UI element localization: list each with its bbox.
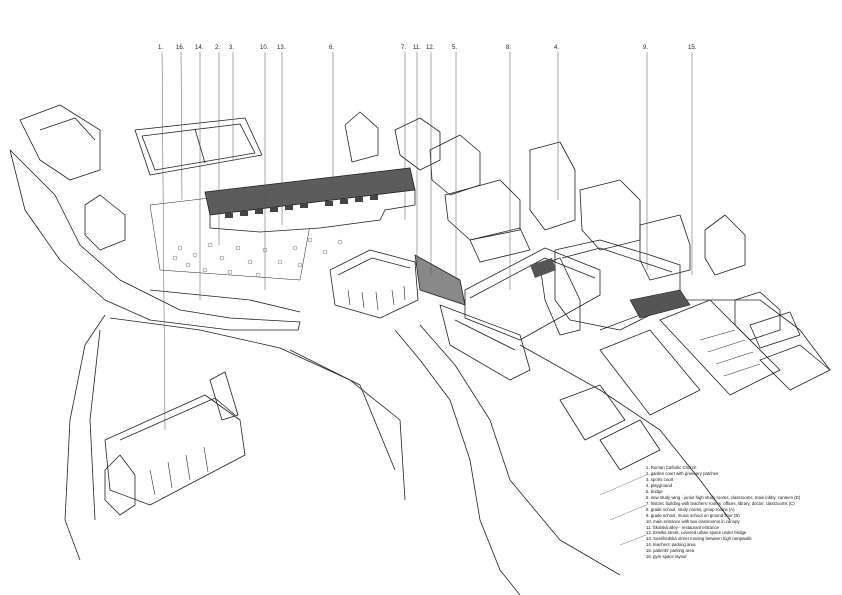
callout-label: 7. xyxy=(401,45,406,51)
leader-lines xyxy=(161,51,693,431)
callout-label: 16. xyxy=(176,45,185,51)
bridge xyxy=(414,254,466,306)
road-edge xyxy=(149,289,301,313)
house xyxy=(444,179,521,241)
parking-area xyxy=(759,344,831,391)
sports-court xyxy=(599,329,701,416)
callout-label: 14. xyxy=(195,45,204,51)
legend-item: 9. grade school, music school on ground … xyxy=(646,512,740,518)
callout-label: 8. xyxy=(506,45,511,51)
road-edge xyxy=(519,344,731,521)
callout-label: 5. xyxy=(452,45,457,51)
house xyxy=(734,291,781,341)
legend-item: 5. bridge xyxy=(646,488,663,494)
grade-school-wing xyxy=(464,247,601,341)
building-block xyxy=(559,384,626,441)
callout-label: 3. xyxy=(229,45,234,51)
house xyxy=(749,311,801,349)
legend-item: 6. new study wing - junior high study ro… xyxy=(646,494,801,500)
gym-outline xyxy=(134,117,263,176)
legend-item: 3. sports court xyxy=(646,476,674,482)
callout-label: 6. xyxy=(329,45,334,51)
legend-item: 11. Školská alley - restaurant entrance xyxy=(646,524,720,530)
hill-contour xyxy=(89,329,101,521)
legend-item: 1. Roman Catholic Church xyxy=(646,465,697,470)
house xyxy=(579,179,641,251)
legend-item: 13. Suséhedská street running between hi… xyxy=(646,536,752,542)
legend-item: 10. main entrance with two classrooms in… xyxy=(646,518,740,524)
parking-area xyxy=(659,299,781,396)
house xyxy=(19,104,101,181)
l-wing xyxy=(539,257,581,336)
callout-label: 13. xyxy=(277,45,286,51)
callout-label: 1. xyxy=(158,45,163,51)
house xyxy=(84,194,126,251)
legend-item: 2. garden court with greenery patches xyxy=(646,470,719,476)
house xyxy=(344,111,379,163)
terrain-line xyxy=(9,149,301,331)
corridor-block xyxy=(439,304,531,381)
church xyxy=(104,394,246,506)
legend-item: 16. gym space layout xyxy=(646,554,687,560)
road-edge xyxy=(419,324,621,576)
greenery-dots xyxy=(172,237,343,278)
callout-label: 11. xyxy=(413,45,421,51)
legend-item: 4. playground xyxy=(646,482,673,488)
legend: 1. Roman Catholic Church 2. garden court… xyxy=(646,465,836,560)
callout-label: 9. xyxy=(643,45,648,51)
road-edge xyxy=(599,299,831,371)
callout-label: 2. xyxy=(215,45,220,51)
historic-building xyxy=(329,249,419,319)
legend-item: 7. historic building with teachers' room… xyxy=(646,500,795,506)
legend-item: 14. teachers' parking area xyxy=(646,542,696,548)
new-wing-dark-roof xyxy=(629,289,691,319)
callout-label: 12. xyxy=(426,45,435,51)
legend-item: 12. Ertelka street, covered urban space … xyxy=(646,530,747,536)
legend-item: 15. patients' parking area xyxy=(646,548,695,554)
house xyxy=(639,214,691,281)
hill-contour xyxy=(289,349,396,471)
house xyxy=(469,227,531,263)
hill-contour xyxy=(109,317,406,501)
house xyxy=(394,117,441,171)
legend-item: 8. grade school, study rooms, group room… xyxy=(646,506,735,512)
road-edge xyxy=(394,329,521,595)
house xyxy=(529,141,576,231)
l-wing-dark-roof xyxy=(530,258,556,278)
house xyxy=(704,214,746,276)
house xyxy=(429,134,481,196)
callout-label: 4. xyxy=(554,45,559,51)
callout-labels: 1. 16. 14. 2. 3. 10. 13. 6. 7. 11. 12. 5… xyxy=(158,45,697,51)
study-wing-facade xyxy=(209,189,416,233)
callout-label: 15. xyxy=(688,45,697,51)
legend-leaders xyxy=(599,474,647,546)
callout-label: 10. xyxy=(260,45,269,51)
road-edge xyxy=(64,314,106,561)
building-block xyxy=(599,419,661,471)
